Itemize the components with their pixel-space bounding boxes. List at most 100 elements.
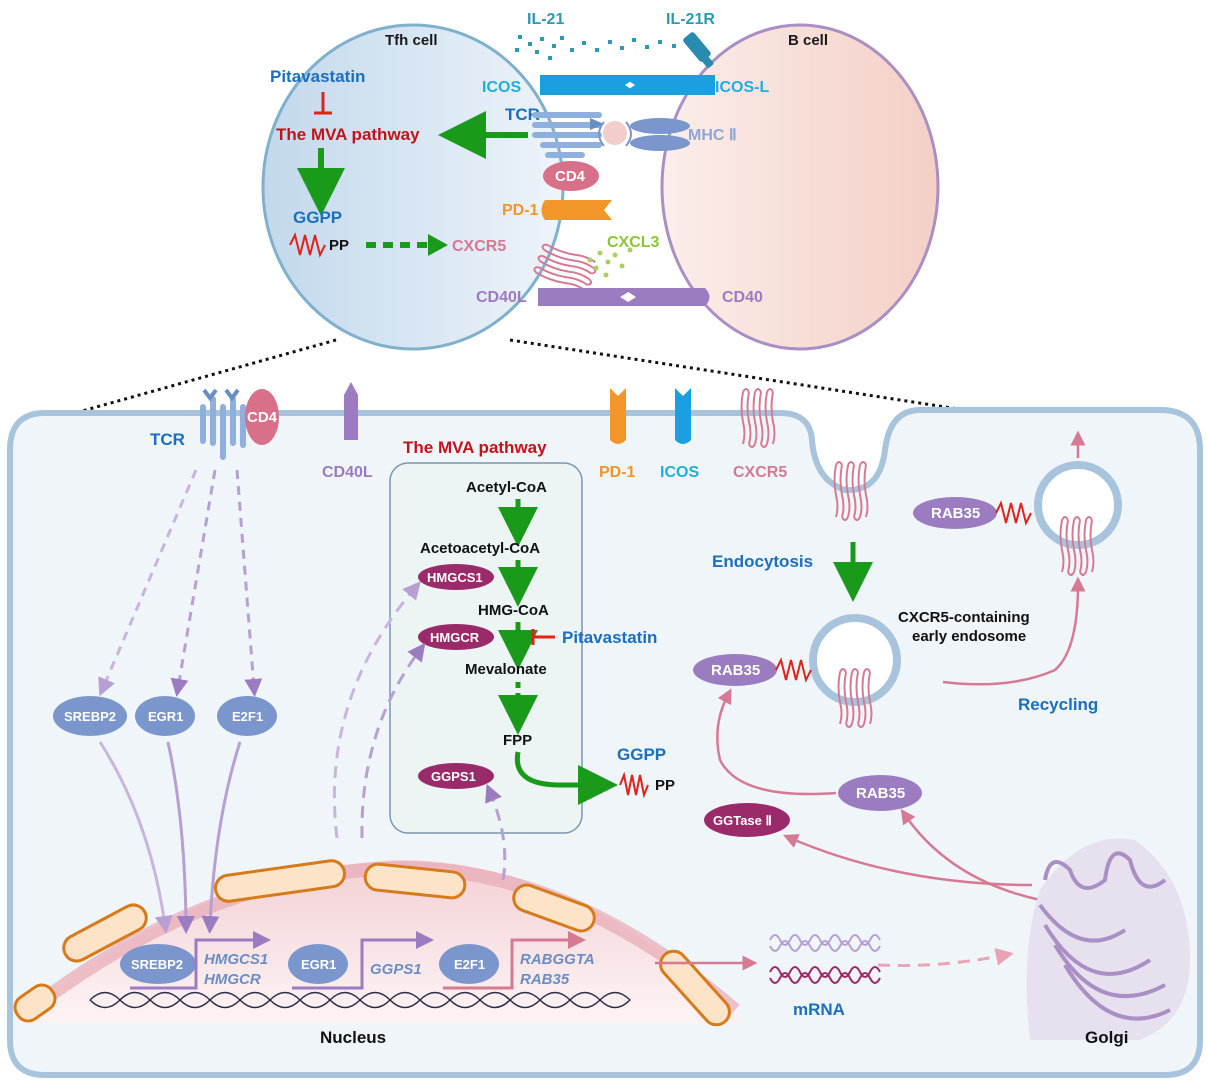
arrow-egr1-to-nucleus [166,741,195,934]
tcr-bottom-receptor [200,388,246,460]
ggtase-ii [704,803,790,837]
b-cell-label: B cell [788,32,828,49]
cd40l-top-label: CD40L [476,289,527,306]
rab35-cytosol [838,775,922,811]
pitavastatin-bottom-label: Pitavastatin [562,628,657,647]
cd4-bottom-label: CD4 [247,409,278,426]
promoter-arrow-1 [130,931,271,990]
mva-pathway-box [389,462,583,834]
rab35-cytosol-label: RAB35 [856,785,905,802]
hmg-coa: HMG-CoA [478,602,549,619]
ggps1-enzyme [418,763,494,789]
hmgcr-enzyme [418,624,494,650]
srebp2-nucleus-label: SREBP2 [131,957,183,972]
golgi [1026,838,1190,1040]
acetyl-coa: Acetyl-CoA [466,479,547,496]
gene-rabggta: RABGGTA [520,951,595,968]
arrow-fpp-to-ggpp [514,751,618,805]
nucleus [13,859,740,1027]
gene-rab35: RAB35 [520,971,570,988]
arrow-tcr-to-egr1 [170,469,217,697]
ggpp-bottom-label: GGPP [617,745,666,764]
arrow-ggpp-to-cxcr5-top-head [428,234,448,256]
hmgcs1-enzyme [418,564,494,590]
pitavastatin-top-label: Pitavastatin [270,67,365,86]
pd1-bottom [610,388,626,444]
mrna-strands [769,934,881,984]
e2f1-nucleus [439,944,499,984]
zoom-line-left [74,338,337,415]
arrow-golgi-to-rab35 [900,808,1041,902]
hmgcr-enzyme-label: HMGCR [430,630,480,645]
cd40l-bottom-label: CD40L [322,464,373,481]
endocytosis-label: Endocytosis [712,552,813,571]
mevalonate: Mevalonate [465,661,547,678]
recycling-label: Recycling [1018,695,1098,714]
rab35-anchor-top [995,500,1032,526]
arrow-tcr-to-srebp2 [98,469,198,697]
arrow-tcr-to-e2f1 [235,469,263,697]
ggpp-top-pp: PP [329,237,349,254]
cd40l-bottom [344,382,358,440]
icosl-label: ICOS-L [715,79,769,96]
cd40-top-label: CD40 [722,289,763,306]
egr1-cytosol [135,696,195,736]
b-cell [660,23,940,351]
early-endosome-label-1: CXCR5-containing [898,609,1030,626]
early-endosome [809,614,901,728]
cd4-top [543,161,599,191]
pd1-bottom-label: PD-1 [599,464,636,481]
fpp: FPP [503,732,532,749]
ggpp-top-chain [289,232,326,258]
cd40l-top [538,288,635,306]
cd4-top-label: CD4 [555,168,586,185]
mhc-ii [630,118,690,151]
srebp2-cytosol-label: SREBP2 [64,709,116,724]
arrow-golgi-to-ggtase [783,834,1033,887]
il21-label: IL-21 [527,11,564,28]
promoter-arrow-3 [443,931,586,990]
icos-label: ICOS [482,79,521,96]
tcr-top-label: TCR [505,105,540,124]
ggpp-top-label: GGPP [293,208,342,227]
early-endosome-label-2: early endosome [912,628,1026,645]
pd1-top-receptor [541,200,612,220]
arrow-gene-to-hmgcr [360,642,426,839]
ggps1-enzyme-label: GGPS1 [431,769,476,784]
il21r-receptor [683,32,714,68]
golgi-label: Golgi [1085,1028,1128,1047]
pd1-top-label: PD-1 [502,202,539,219]
rab35-vesicle-top-label: RAB35 [931,505,980,522]
mva-top-label: The MVA pathway [276,125,420,144]
arrow-srebp2-to-nucleus [98,741,173,934]
tcr-top-receptor [532,112,632,158]
gene-hmgcr: HMGCR [204,971,261,988]
cxcl3-label: CXCL3 [607,234,660,251]
mva-box-title: The MVA pathway [403,438,547,457]
cxcr5-bottom-label: CXCR5 [733,464,787,481]
arrow-rab35-to-endosome [716,688,837,796]
arrow-e2f1-to-nucleus [201,741,242,934]
gene-ggps1: GGPS1 [370,961,422,978]
cxcl3-particles [587,247,633,278]
nucleus-label: Nucleus [320,1028,386,1047]
egr1-nucleus-label: EGR1 [301,957,336,972]
ggpp-bottom-pp: PP [655,777,675,794]
rab35-endosome-label: RAB35 [711,662,760,679]
icos-bottom [675,388,691,444]
cxcr5-top-label: CXCR5 [452,238,506,255]
inhibition-bar-bottom [531,629,555,645]
egr1-cytosol-label: EGR1 [148,709,183,724]
rab35-endosome [693,654,777,686]
inhibition-bar-top [314,92,332,115]
srebp2-nucleus [120,944,196,984]
il21r-label: IL-21R [666,11,715,28]
e2f1-cytosol-label: E2F1 [232,709,263,724]
mrna-label: mRNA [793,1000,845,1019]
il21-particles [515,35,676,60]
cd40-top [622,288,710,306]
srebp2-cytosol [53,696,127,736]
acetoacetyl-coa: Acetoacetyl-CoA [420,540,540,557]
cd4-bottom [245,389,279,445]
